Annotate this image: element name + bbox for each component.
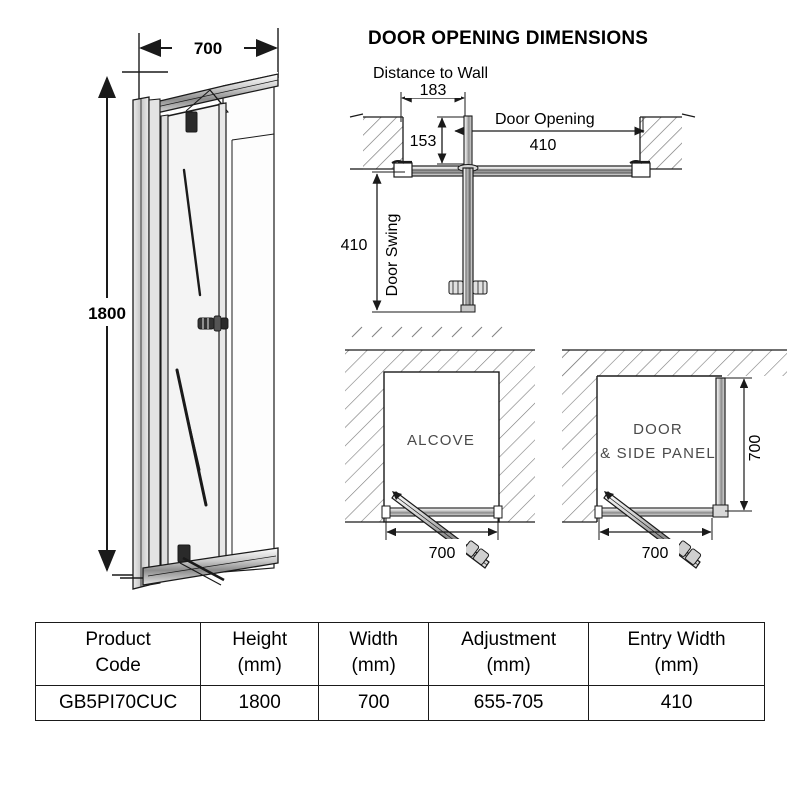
header-width-line2: (mm) [351,655,396,676]
door-handle [197,315,229,332]
side-panel-plan-diagram: DOOR & SIDE PANEL 700 [562,349,787,569]
door-panel-plan [460,167,476,313]
alcove-bracket-left [381,505,391,519]
dim-183-bg [405,78,461,98]
plan-door-handle [448,280,488,295]
plan-top-rail [399,165,645,177]
sp-interior [597,376,722,522]
header-adjustment: Adjustment (mm) [428,622,590,686]
alcove-plan-diagram: ALCOVE 700 [345,349,535,569]
glass-reflection-1 [182,168,202,297]
dim-153-bg [406,130,440,150]
alcove-front-rail [385,507,499,517]
top-rail-highlight [142,79,279,111]
distance-to-wall-label: Distance to Wall [373,65,488,82]
dim-swing-bg [336,232,372,254]
header-width: Width (mm) [318,622,430,686]
alcove-width-dim: 700 [429,545,456,562]
left-wall [349,113,404,170]
table-header-row: Product Code Height (mm) Width (mm) Adju… [34,622,765,686]
wall-bracket-left [391,160,413,178]
offset-value: 153 [410,133,437,150]
header-product-code: Product Code [34,622,202,686]
spec-table: Product Code Height (mm) Width (mm) Adju… [34,622,765,721]
elevation-width-dim: 700 [194,39,222,58]
sp-bracket-left [594,505,603,519]
header-adjustment-line2: (mm) [486,655,531,676]
glass-reflection-2 [175,368,208,507]
elevation-drawing: 700 1800 [68,28,279,590]
door-swing-label: Door Swing [384,214,401,297]
wall-bracket-right [629,160,651,178]
alcove-bracket-right [493,505,503,519]
elevation-height-dim: 1800 [88,304,126,323]
sp-wall-hatch-left [562,350,597,522]
sp-wall-hatch-top [562,350,787,376]
header-entry-width: Entry Width (mm) [588,622,765,686]
header-entry-width-line2: (mm) [654,655,699,676]
wall-profile-inner [148,98,161,586]
header-height-line1: Height [232,629,288,650]
door-opening-value: 410 [530,137,557,154]
side-panel-depth-dim: 700 [747,435,764,462]
sp-front-rail [598,507,714,517]
side-panel-label-line2: & SIDE PANEL [600,445,716,462]
header-height: Height (mm) [200,622,320,686]
sp-dim-bg [631,539,679,561]
cell-height: 1800 [200,685,320,721]
dim-label-bg [172,36,244,60]
header-width-line1: Width [349,629,398,650]
header-adjustment-line1: Adjustment [461,629,557,650]
tray-highlight [147,555,277,577]
alcove-dim-bg [418,539,466,561]
sp-depth-dim-bg [748,426,772,470]
door-stile [160,114,169,576]
door-opening-label: Door Opening [495,111,595,128]
cell-entry-width: 410 [588,685,765,721]
alcove-label: ALCOVE [407,432,475,449]
glass-reflection-3 [187,417,201,471]
glass-door-panel [162,103,223,575]
side-glass-panel [715,377,726,513]
cell-width: 700 [318,685,430,721]
hinge-post [457,115,479,172]
top-pivot-hinge [185,111,198,133]
side-panel-width-dim: 700 [642,545,669,562]
door-opening-diagram: DOOR OPENING DIMENSIONS Distance to Wall [336,28,696,338]
header-entry-width-line1: Entry Width [627,629,726,650]
cell-product-code: GB5PI70CUC [34,685,202,721]
door-edge-post [218,102,227,568]
rear-panel [222,74,275,573]
table-row: GB5PI70CUC 1800 700 655-705 410 [34,685,765,721]
door-opening-title: DOOR OPENING DIMENSIONS [368,28,648,49]
right-wall [639,113,696,170]
tray-seal-strip-2 [179,562,222,586]
tray-seal-strip [182,556,225,582]
header-height-line2: (mm) [237,655,282,676]
door-swing-value: 410 [341,237,368,254]
side-panel-label-line1: DOOR [633,421,683,438]
distance-to-wall-value: 183 [420,82,447,99]
interior-edge-a [231,133,275,141]
header-product-code-line2: Code [95,655,141,676]
cell-adjustment: 655-705 [428,685,590,721]
header-product-code-line1: Product [85,629,151,650]
floor-hatch-hint [351,326,503,338]
